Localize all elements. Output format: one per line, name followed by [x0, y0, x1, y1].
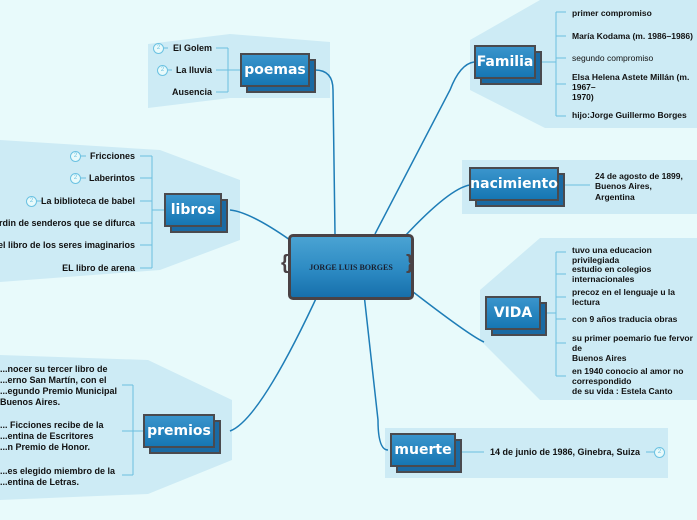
leaf-line: ...es elegido miembro de la: [0, 466, 116, 476]
topic-label: Familia: [474, 45, 536, 79]
topic-label: nacimiento: [469, 167, 559, 201]
leaf-fecha-nacimiento-cont: Argentina: [595, 192, 635, 202]
leaf-premio-1[interactable]: ...nocer su tercer libro de ...erno San …: [0, 364, 117, 408]
leaf-primer-compromiso[interactable]: primer compromiso: [572, 8, 652, 18]
topic-label: libros: [164, 193, 222, 227]
right-brace: }: [406, 252, 414, 274]
leaf-maria-kodama[interactable]: María Kodama (m. 1986–1986): [572, 31, 693, 41]
topic-label: poemas: [240, 53, 310, 87]
collapsed-badge[interactable]: 2: [157, 65, 168, 76]
leaf-line: ... Ficciones recibe de la: [0, 420, 104, 430]
central-topic[interactable]: JORGE LUIS BORGES: [288, 234, 414, 300]
leaf-poemario-cont: Buenos Aires: [572, 353, 627, 363]
collapsed-badge[interactable]: 2: [70, 151, 81, 162]
leaf-line: ...erno San Martín, con el: [0, 375, 107, 385]
leaf-line: ...n Premio de Honor.: [0, 442, 91, 452]
topic-premios[interactable]: premios: [143, 414, 221, 454]
leaf-line: ...nocer su tercer libro de: [0, 364, 108, 374]
leaf-colegios[interactable]: estudio en colegios internacionales: [572, 264, 652, 284]
topic-muerte[interactable]: muerte: [390, 433, 462, 473]
topic-label: muerte: [390, 433, 456, 467]
leaf-ausencia[interactable]: Ausencia: [171, 87, 212, 97]
left-brace: {: [281, 252, 289, 274]
leaf-poemario[interactable]: su primer poemario fue fervor de: [572, 333, 693, 353]
leaf-jardin-senderos[interactable]: el jardin de senderos que se difurca: [0, 218, 135, 228]
leaf-hijo[interactable]: hijo:Jorge Guillermo Borges: [572, 110, 687, 120]
topic-familia[interactable]: Familia: [474, 45, 542, 85]
topic-vida[interactable]: VIDA: [485, 296, 547, 336]
leaf-segundo-compromiso[interactable]: segundo compromiso: [572, 53, 654, 63]
leaf-el-golem[interactable]: El Golem: [172, 43, 212, 53]
topic-label: premios: [143, 414, 215, 448]
leaf-premio-2[interactable]: ... Ficciones recibe de la ...entina de …: [0, 420, 104, 453]
leaf-line: Buenos Aires.: [0, 397, 61, 407]
leaf-line: ...entina de Letras.: [0, 477, 80, 487]
leaf-la-lluvia[interactable]: La lluvia: [175, 65, 212, 75]
leaf-elsa-astete-cont: 1970): [572, 92, 594, 102]
central-label: JORGE LUIS BORGES: [309, 262, 393, 272]
leaf-elsa-astete[interactable]: Elsa Helena Astete Millán (m. 1967–: [572, 72, 690, 92]
collapsed-badge[interactable]: 2: [26, 196, 37, 207]
topic-nacimiento[interactable]: nacimiento: [469, 167, 565, 207]
leaf-libro-arena[interactable]: EL libro de arena: [62, 263, 135, 273]
collapsed-badge[interactable]: 2: [654, 447, 665, 458]
leaf-fricciones[interactable]: Fricciones: [89, 151, 135, 161]
leaf-fecha-nacimiento[interactable]: 24 de agosto de 1899, Buenos Aires,: [595, 171, 683, 191]
topic-libros[interactable]: libros: [164, 193, 228, 233]
leaf-seres-imaginarios[interactable]: el libro de los seres imaginarios: [0, 240, 135, 250]
leaf-precoz[interactable]: precoz en el lenguaje u la lectura: [572, 287, 675, 307]
topic-label: VIDA: [485, 296, 541, 330]
leaf-estela-canto[interactable]: en 1940 conocio al amor no correspondido: [572, 366, 684, 386]
leaf-biblioteca-babel[interactable]: La biblioteca de babel: [40, 196, 135, 206]
leaf-premio-3[interactable]: ...es elegido miembro de la ...entina de…: [0, 466, 115, 488]
leaf-educacion[interactable]: tuvo una educacion privilegiada: [572, 245, 652, 265]
leaf-laberintos[interactable]: Laberintos: [88, 173, 135, 183]
leaf-estela-canto-cont: de su vida : Estela Canto: [572, 386, 673, 396]
collapsed-badge[interactable]: 2: [70, 173, 81, 184]
leaf-line: ...entina de Escritores: [0, 431, 94, 441]
leaf-line: ...egundo Premio Municipal: [0, 386, 118, 396]
leaf-traducia[interactable]: con 9 años traducia obras: [572, 314, 678, 324]
topic-poemas[interactable]: poemas: [240, 53, 316, 93]
leaf-fecha-muerte[interactable]: 14 de junio de 1986, Ginebra, Suiza: [490, 447, 641, 457]
collapsed-badge[interactable]: 2: [153, 43, 164, 54]
